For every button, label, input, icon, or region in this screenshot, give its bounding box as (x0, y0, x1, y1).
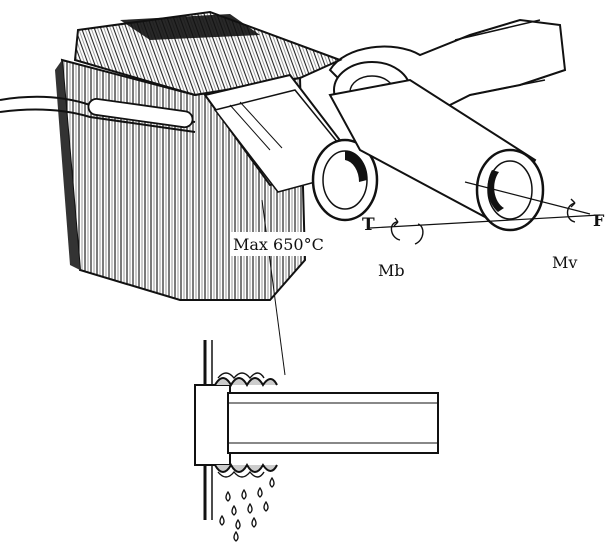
leader-line (261, 199, 286, 376)
torque-label: T (362, 215, 375, 235)
joint-detail-inset (194, 340, 439, 520)
wire (0, 95, 196, 133)
solder-drops (219, 476, 275, 542)
force-axis (369, 181, 601, 229)
temperature-label: Max 650°C (233, 235, 324, 254)
right-tube (328, 78, 545, 232)
bending-moment-label: Mb (378, 261, 405, 280)
rotation-arrow-icons (390, 198, 576, 245)
twist-moment-label: Mv (552, 253, 577, 272)
force-label: F (593, 211, 605, 230)
left-tube (203, 73, 379, 222)
